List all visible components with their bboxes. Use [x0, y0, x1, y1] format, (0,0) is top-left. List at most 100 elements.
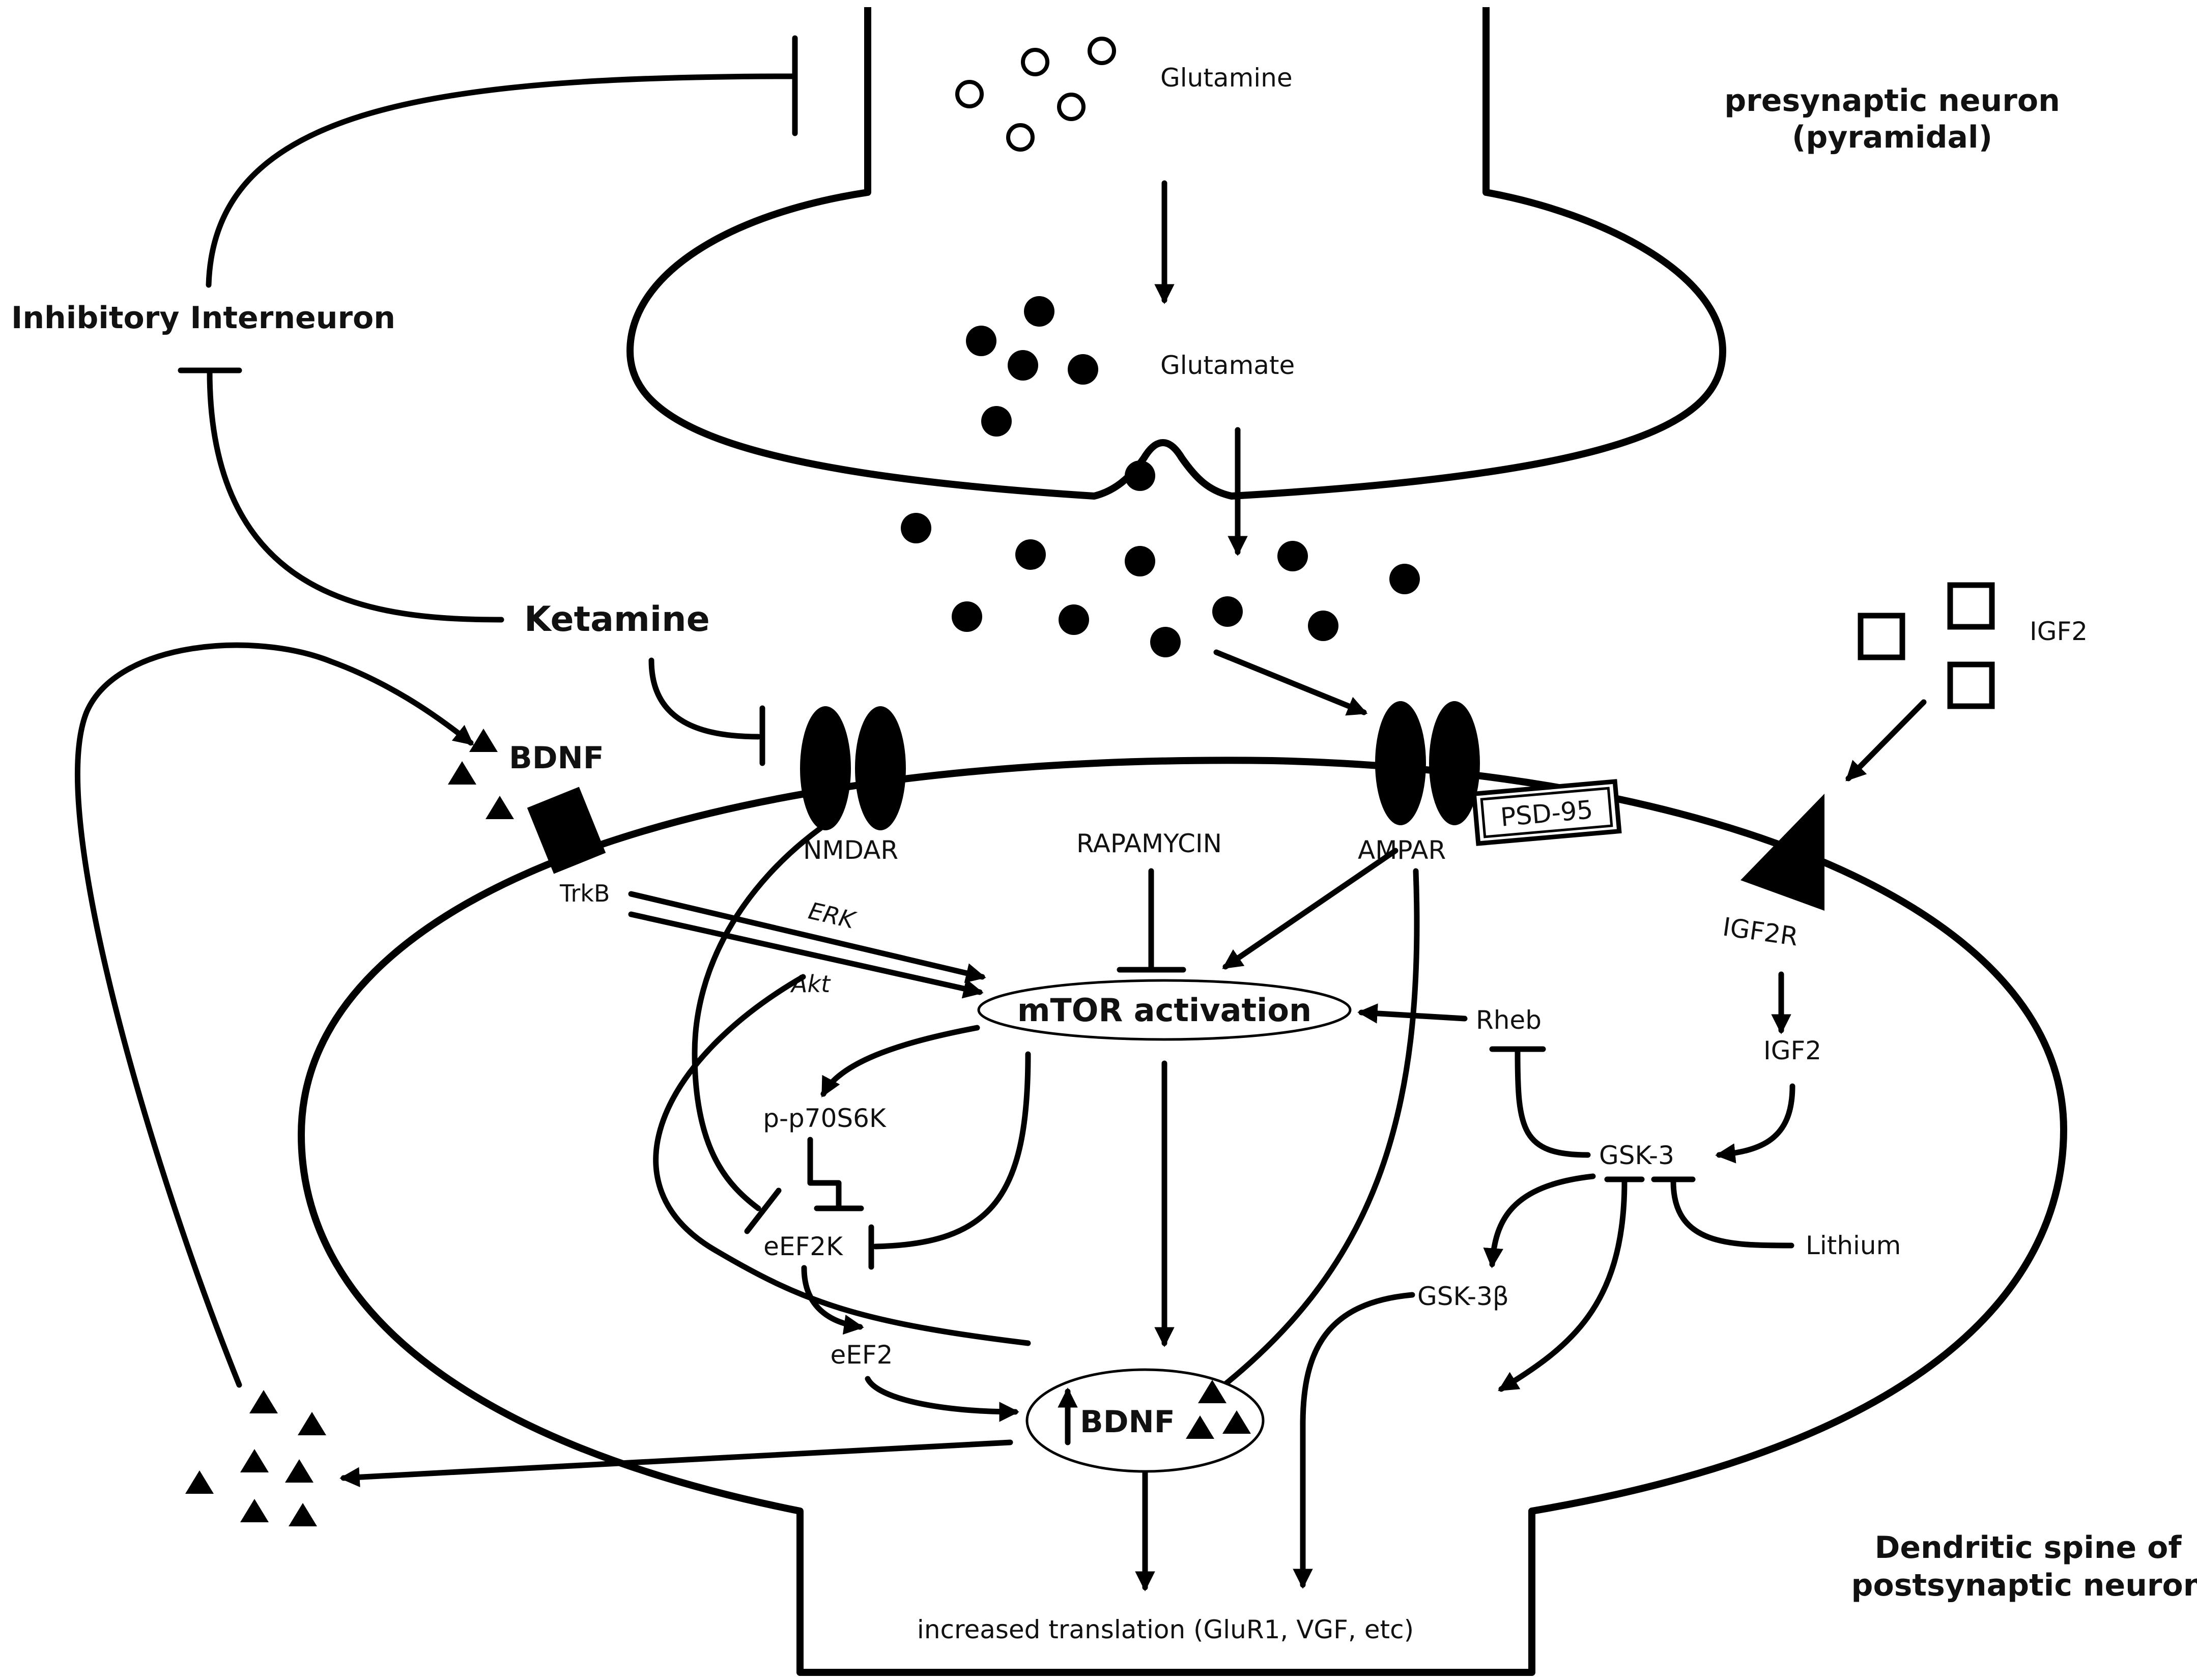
glutamine-molecules	[955, 37, 1116, 152]
igf2-inside-label: IGF2	[1763, 1036, 1821, 1065]
bdnf-molecule	[486, 796, 514, 819]
glutamate-molecule	[1125, 460, 1155, 491]
gsk3-label: GSK-3	[1599, 1141, 1674, 1170]
igf2r-receptor	[1741, 794, 1824, 911]
lithium-inhibits-gsk3	[1670, 1178, 1794, 1249]
psd95-inner-box	[1480, 787, 1613, 838]
gsk3-inhibits-rheb	[1515, 1049, 1591, 1158]
bdnf-molecule	[240, 1499, 269, 1522]
bdnf-up-molecules	[1186, 1380, 1251, 1439]
ketamine-inhibits-nmdar	[648, 657, 761, 740]
glutamine-molecule	[1088, 37, 1116, 65]
eef2-to-bdnf-arrow	[865, 1376, 1019, 1422]
igf2-molecules	[1858, 582, 1995, 709]
p70s6k-label: p-p70S6K	[763, 1104, 887, 1133]
presynaptic-title-line2: (pyramidal)	[1792, 120, 1992, 155]
bdnf-molecule	[249, 1390, 278, 1413]
bdnf-molecule	[448, 761, 476, 785]
lithium-label: Lithium	[1806, 1231, 1901, 1260]
rheb-label: Rheb	[1476, 1005, 1542, 1035]
bdnf-molecule	[185, 1470, 214, 1494]
igf2-molecule	[1858, 613, 1905, 660]
ketamine-inhibits-interneuron	[207, 368, 504, 623]
rapamycin-label: RAPAMYCIN	[1076, 829, 1222, 858]
igf2-molecule	[1947, 582, 1995, 630]
ketamine-label: Ketamine	[524, 599, 710, 640]
bdnf-molecule	[1198, 1380, 1226, 1403]
glutamate-molecule	[952, 601, 982, 632]
inhibitory-interneuron-label: Inhibitory Interneuron	[11, 300, 395, 336]
nmdar-channel	[800, 706, 906, 830]
trkb-receptor	[527, 787, 606, 874]
glutamine-label: Glutamine	[1160, 63, 1293, 93]
glutamate-molecule	[966, 326, 996, 356]
igf2-molecule	[1947, 661, 1995, 709]
glutamine-molecule	[955, 80, 984, 108]
glutamate-molecule	[1008, 350, 1038, 381]
akt-label: Akt	[790, 970, 831, 998]
bdnf-molecule	[289, 1503, 317, 1526]
presynaptic-title-line1: presynaptic neuron	[1724, 83, 2060, 119]
igf2-to-gsk3-arrow	[1715, 1083, 1795, 1164]
bdnf-molecule	[469, 729, 498, 752]
gsk3-to-gsk3b-arrow	[1483, 1173, 1596, 1268]
glutamate-to-ampar-arrow	[1213, 649, 1368, 716]
ampar-to-mtor-arrow	[1222, 848, 1399, 970]
glutamate-label: Glutamate	[1160, 351, 1295, 380]
postsynaptic-title-line1: Dendritic spine of	[1875, 1530, 2182, 1566]
nmdar-inhibits-eef2k	[692, 825, 823, 1211]
glutamate-molecule	[1125, 546, 1155, 576]
igf2r-label: IGF2R	[1721, 912, 1800, 951]
postsynaptic-spine	[298, 757, 2067, 1676]
erk-label: ERK	[806, 897, 860, 935]
ampar-label: AMPAR	[1358, 835, 1446, 865]
gsk3b-to-translation-arrow	[1293, 1292, 1415, 1589]
eef2-label: eEF2	[831, 1340, 893, 1370]
bdnf-molecule	[240, 1449, 269, 1472]
bdnf-molecule	[1222, 1410, 1251, 1434]
gsk3-inhibits-bdnf	[1498, 1178, 1628, 1392]
glutamate-molecule	[1059, 604, 1089, 635]
mtor-to-p70s6k-arrow	[820, 1025, 980, 1097]
bdnf-extracellular-molecules	[448, 729, 514, 819]
igf2-to-igf2r-arrow	[1845, 699, 1927, 781]
glutamine-molecule	[1057, 93, 1086, 121]
bdnf-release-arrow	[339, 1439, 1013, 1488]
glutamate-molecules	[901, 296, 1420, 657]
glutamate-molecule	[1308, 611, 1338, 641]
igf2-outside-label: IGF2	[2030, 617, 2088, 646]
glutamate-molecule	[1150, 627, 1181, 657]
ampar-channel	[1375, 701, 1480, 825]
glutamate-molecule	[1024, 296, 1054, 327]
translation-label: increased translation (GluR1, VGF, etc)	[917, 1615, 1414, 1644]
glutamate-molecule	[1212, 596, 1243, 627]
glutamate-molecule	[981, 406, 1012, 437]
bdnf-feedback-loop-arrow	[74, 642, 474, 1388]
bdnf-molecule	[285, 1459, 313, 1483]
bdnf-molecule	[1186, 1415, 1214, 1439]
glutamate-molecule	[1389, 564, 1420, 594]
glutamine-molecule	[1021, 48, 1049, 76]
glutamate-molecule	[1015, 539, 1046, 570]
ampar-to-bdnf-arrow	[1203, 868, 1420, 1402]
nmdar-eef2k-bar	[744, 1187, 782, 1234]
postsynaptic-title-line2: postsynaptic neuron	[1851, 1568, 2197, 1603]
bdnf-up-label: BDNF	[1080, 1404, 1175, 1440]
trkb-erk-arrow	[628, 891, 986, 983]
bdnf-released-molecules	[185, 1390, 326, 1526]
trkb-akt-arrow	[628, 911, 984, 999]
glutamine-molecule	[1006, 123, 1035, 152]
eef2k-label: eEF2K	[763, 1232, 843, 1261]
mtor-node	[977, 979, 1352, 1041]
nmdar-label: NMDAR	[803, 835, 898, 865]
trkb-label: TrkB	[559, 880, 610, 907]
p70s6k-inhibits-eef2k	[807, 1137, 842, 1210]
bdnf-molecule	[298, 1412, 326, 1435]
presynaptic-terminal	[626, 7, 1726, 500]
glutamate-molecule	[1277, 541, 1308, 571]
akt-curve	[653, 974, 1031, 1346]
interneuron-inhibits-presynaptic	[206, 73, 797, 288]
glutamate-molecule	[901, 513, 931, 543]
bdnf-extracellular-label: BDNF	[509, 740, 604, 776]
